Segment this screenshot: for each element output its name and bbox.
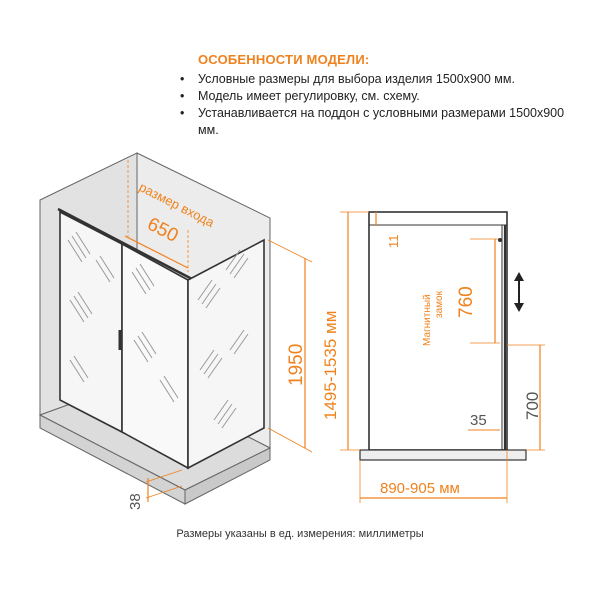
side-elevation-drawing: 1495-1535 мм 11 Магнитный замок 760 700 … <box>321 211 545 503</box>
side-glass <box>187 238 265 470</box>
lock-label-line2: замок <box>434 290 445 318</box>
side-profile <box>368 211 508 451</box>
front-glass-fixed <box>59 210 123 434</box>
tray <box>359 449 527 461</box>
entry-dimension-line <box>124 235 189 269</box>
front-glass-door <box>121 242 189 470</box>
adjust-arrow-icon <box>514 272 524 312</box>
range-label: 1495-1535 мм <box>321 311 340 420</box>
lock-label-line1: Магнитный <box>422 294 433 346</box>
features-title: ОСОБЕННОСТИ МОДЕЛИ: <box>198 52 370 67</box>
units-footnote: Размеры указаны в ед. измерения: миллиме… <box>176 528 424 540</box>
top-rail <box>57 207 193 281</box>
feature-item: Условные размеры для выбора изделия 1500… <box>176 71 586 88</box>
features-block: ОСОБЕННОСТИ МОДЕЛИ: Условные размеры для… <box>176 52 586 139</box>
feature-item: Устанавливается на поддон с условными ра… <box>176 105 586 139</box>
features-list: Условные размеры для выбора изделия 1500… <box>176 71 586 139</box>
enclosure-3d-drawing: размер входа 650 1950 38 <box>38 152 313 510</box>
tray-offset-value: 35 <box>470 412 487 429</box>
lock-value: 760 <box>456 286 477 318</box>
tray-value: 38 <box>127 493 144 510</box>
height-value: 1950 <box>286 344 307 386</box>
top-gap-value: 11 <box>386 235 401 249</box>
tray-side <box>184 447 271 505</box>
lock-marker <box>498 238 502 242</box>
lower-value: 700 <box>523 392 542 420</box>
glass-hatching <box>67 231 249 429</box>
feature-item: Модель имеет регулировку, см. схему. <box>176 88 586 105</box>
width-label: 890-905 мм <box>380 480 460 497</box>
